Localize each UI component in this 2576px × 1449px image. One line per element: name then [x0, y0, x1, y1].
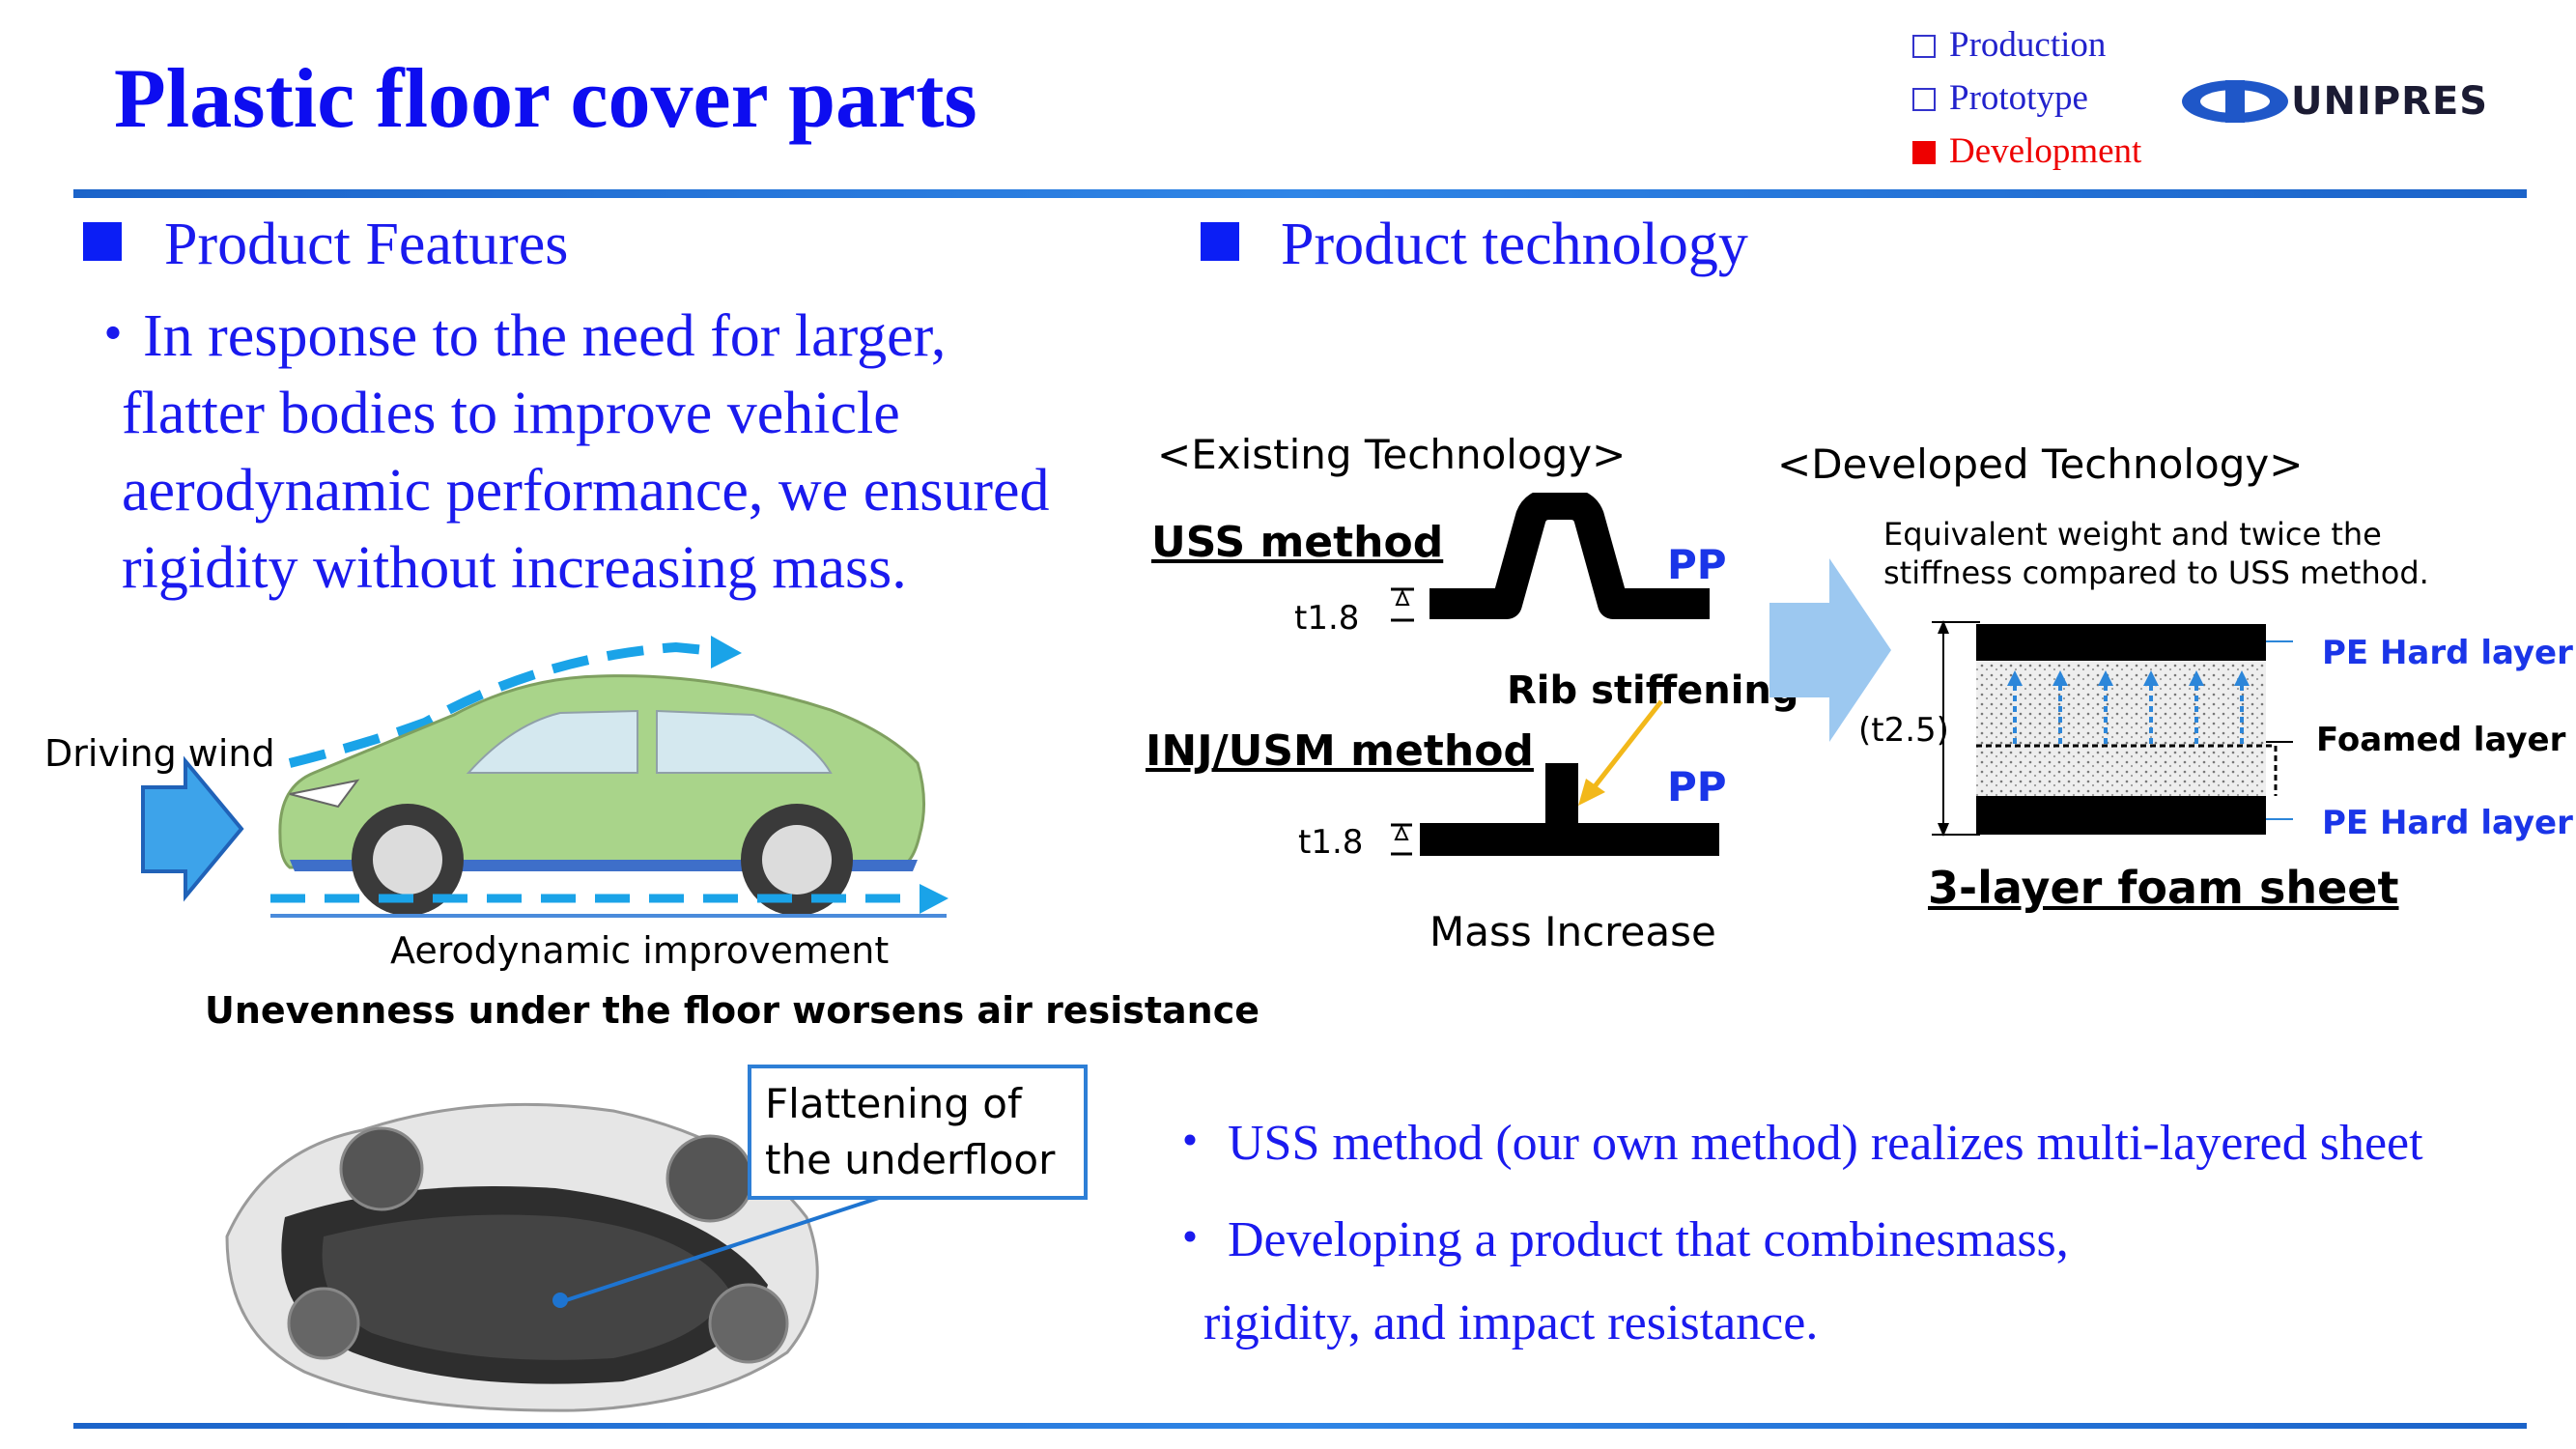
- pp-label-2: PP: [1667, 763, 1727, 810]
- developed-title: <Developed Technology>: [1777, 440, 2304, 488]
- uss-profile-shape: [1391, 493, 1710, 622]
- pe-hard-layer-top: PE Hard layer: [2322, 634, 2573, 672]
- status-production: Production: [1912, 27, 2106, 63]
- inj-usm-method-label: INJ/USM method: [1146, 726, 1534, 776]
- pe-hard-layer-bottom: PE Hard layer: [2322, 804, 2573, 842]
- existing-title: <Existing Technology>: [1157, 431, 1627, 478]
- feature-line-1: ・In response to the need for larger,: [83, 303, 947, 369]
- rib-arrow: [1578, 699, 1663, 806]
- rib-stiffening-label: Rib stiffening: [1507, 668, 1799, 713]
- floor-caption: Unevenness under the floor worsens air r…: [205, 989, 1260, 1032]
- mass-increase-label: Mass Increase: [1430, 908, 1716, 955]
- bottom-divider: [73, 1423, 2527, 1429]
- inj-profile-shape: [1391, 763, 1719, 856]
- callout-box: Flattening of the underfloor: [748, 1065, 1088, 1200]
- wind-arrow-icon: [141, 755, 244, 902]
- thickness-label-2: t1.8: [1298, 823, 1364, 862]
- foam-sheet-caption: 3-layer foam sheet: [1928, 862, 2399, 914]
- logo-text: UNIPRES: [2291, 79, 2489, 124]
- bullet-line-2: ・ Developing a product that combinesmass…: [1165, 1212, 2069, 1267]
- aero-caption: Aerodynamic improvement: [390, 929, 890, 972]
- page-title: Plastic floor cover parts: [114, 52, 977, 146]
- callout-line-2: the underfloor: [765, 1136, 1056, 1183]
- top-divider: [73, 189, 2527, 198]
- uss-method-label: USS method: [1151, 518, 1444, 567]
- developed-desc-2: stiffness compared to USS method.: [1883, 554, 2429, 591]
- unipres-logo: UNIPRES: [2181, 77, 2490, 126]
- status-prototype: Prototype: [1912, 80, 2088, 116]
- bullet-line-3: rigidity, and impact resistance.: [1203, 1295, 1819, 1350]
- feature-line-3: aerodynamic performance, we ensured: [122, 458, 1050, 524]
- thickness-label-1: t1.8: [1294, 599, 1360, 638]
- feature-line-4: rigidity without increasing mass.: [122, 535, 907, 601]
- checkbox-filled-icon: [1912, 141, 1936, 164]
- developed-desc-1: Equivalent weight and twice the: [1883, 516, 2382, 553]
- checkbox-icon: [1912, 35, 1936, 58]
- foamed-layer-label: Foamed layer: [2316, 721, 2566, 759]
- callout-line-1: Flattening of: [765, 1080, 1022, 1127]
- bullet-line-1: ・ USS method (our own method) realizes m…: [1165, 1116, 2423, 1171]
- section-bullet-icon: [1201, 222, 1239, 261]
- foam-sheet-diagram: [1932, 620, 2293, 837]
- thickness-label-3: (t2.5): [1858, 711, 1949, 750]
- pp-label-1: PP: [1667, 541, 1727, 588]
- technology-heading: Product technology: [1281, 212, 1748, 277]
- right-arrow-icon: [1769, 558, 1891, 742]
- feature-line-2: flatter bodies to improve vehicle: [122, 381, 900, 446]
- driving-wind-label: Driving wind: [44, 732, 275, 775]
- callout-leader-line: [559, 1196, 880, 1304]
- features-heading: Product Features: [164, 212, 569, 277]
- status-development: Development: [1912, 133, 2141, 169]
- car-aero-illustration: [141, 636, 948, 918]
- checkbox-icon: [1912, 88, 1936, 111]
- logo-icon: [2182, 80, 2288, 123]
- section-bullet-icon: [83, 222, 122, 261]
- underfloor-illustration: [225, 1102, 819, 1412]
